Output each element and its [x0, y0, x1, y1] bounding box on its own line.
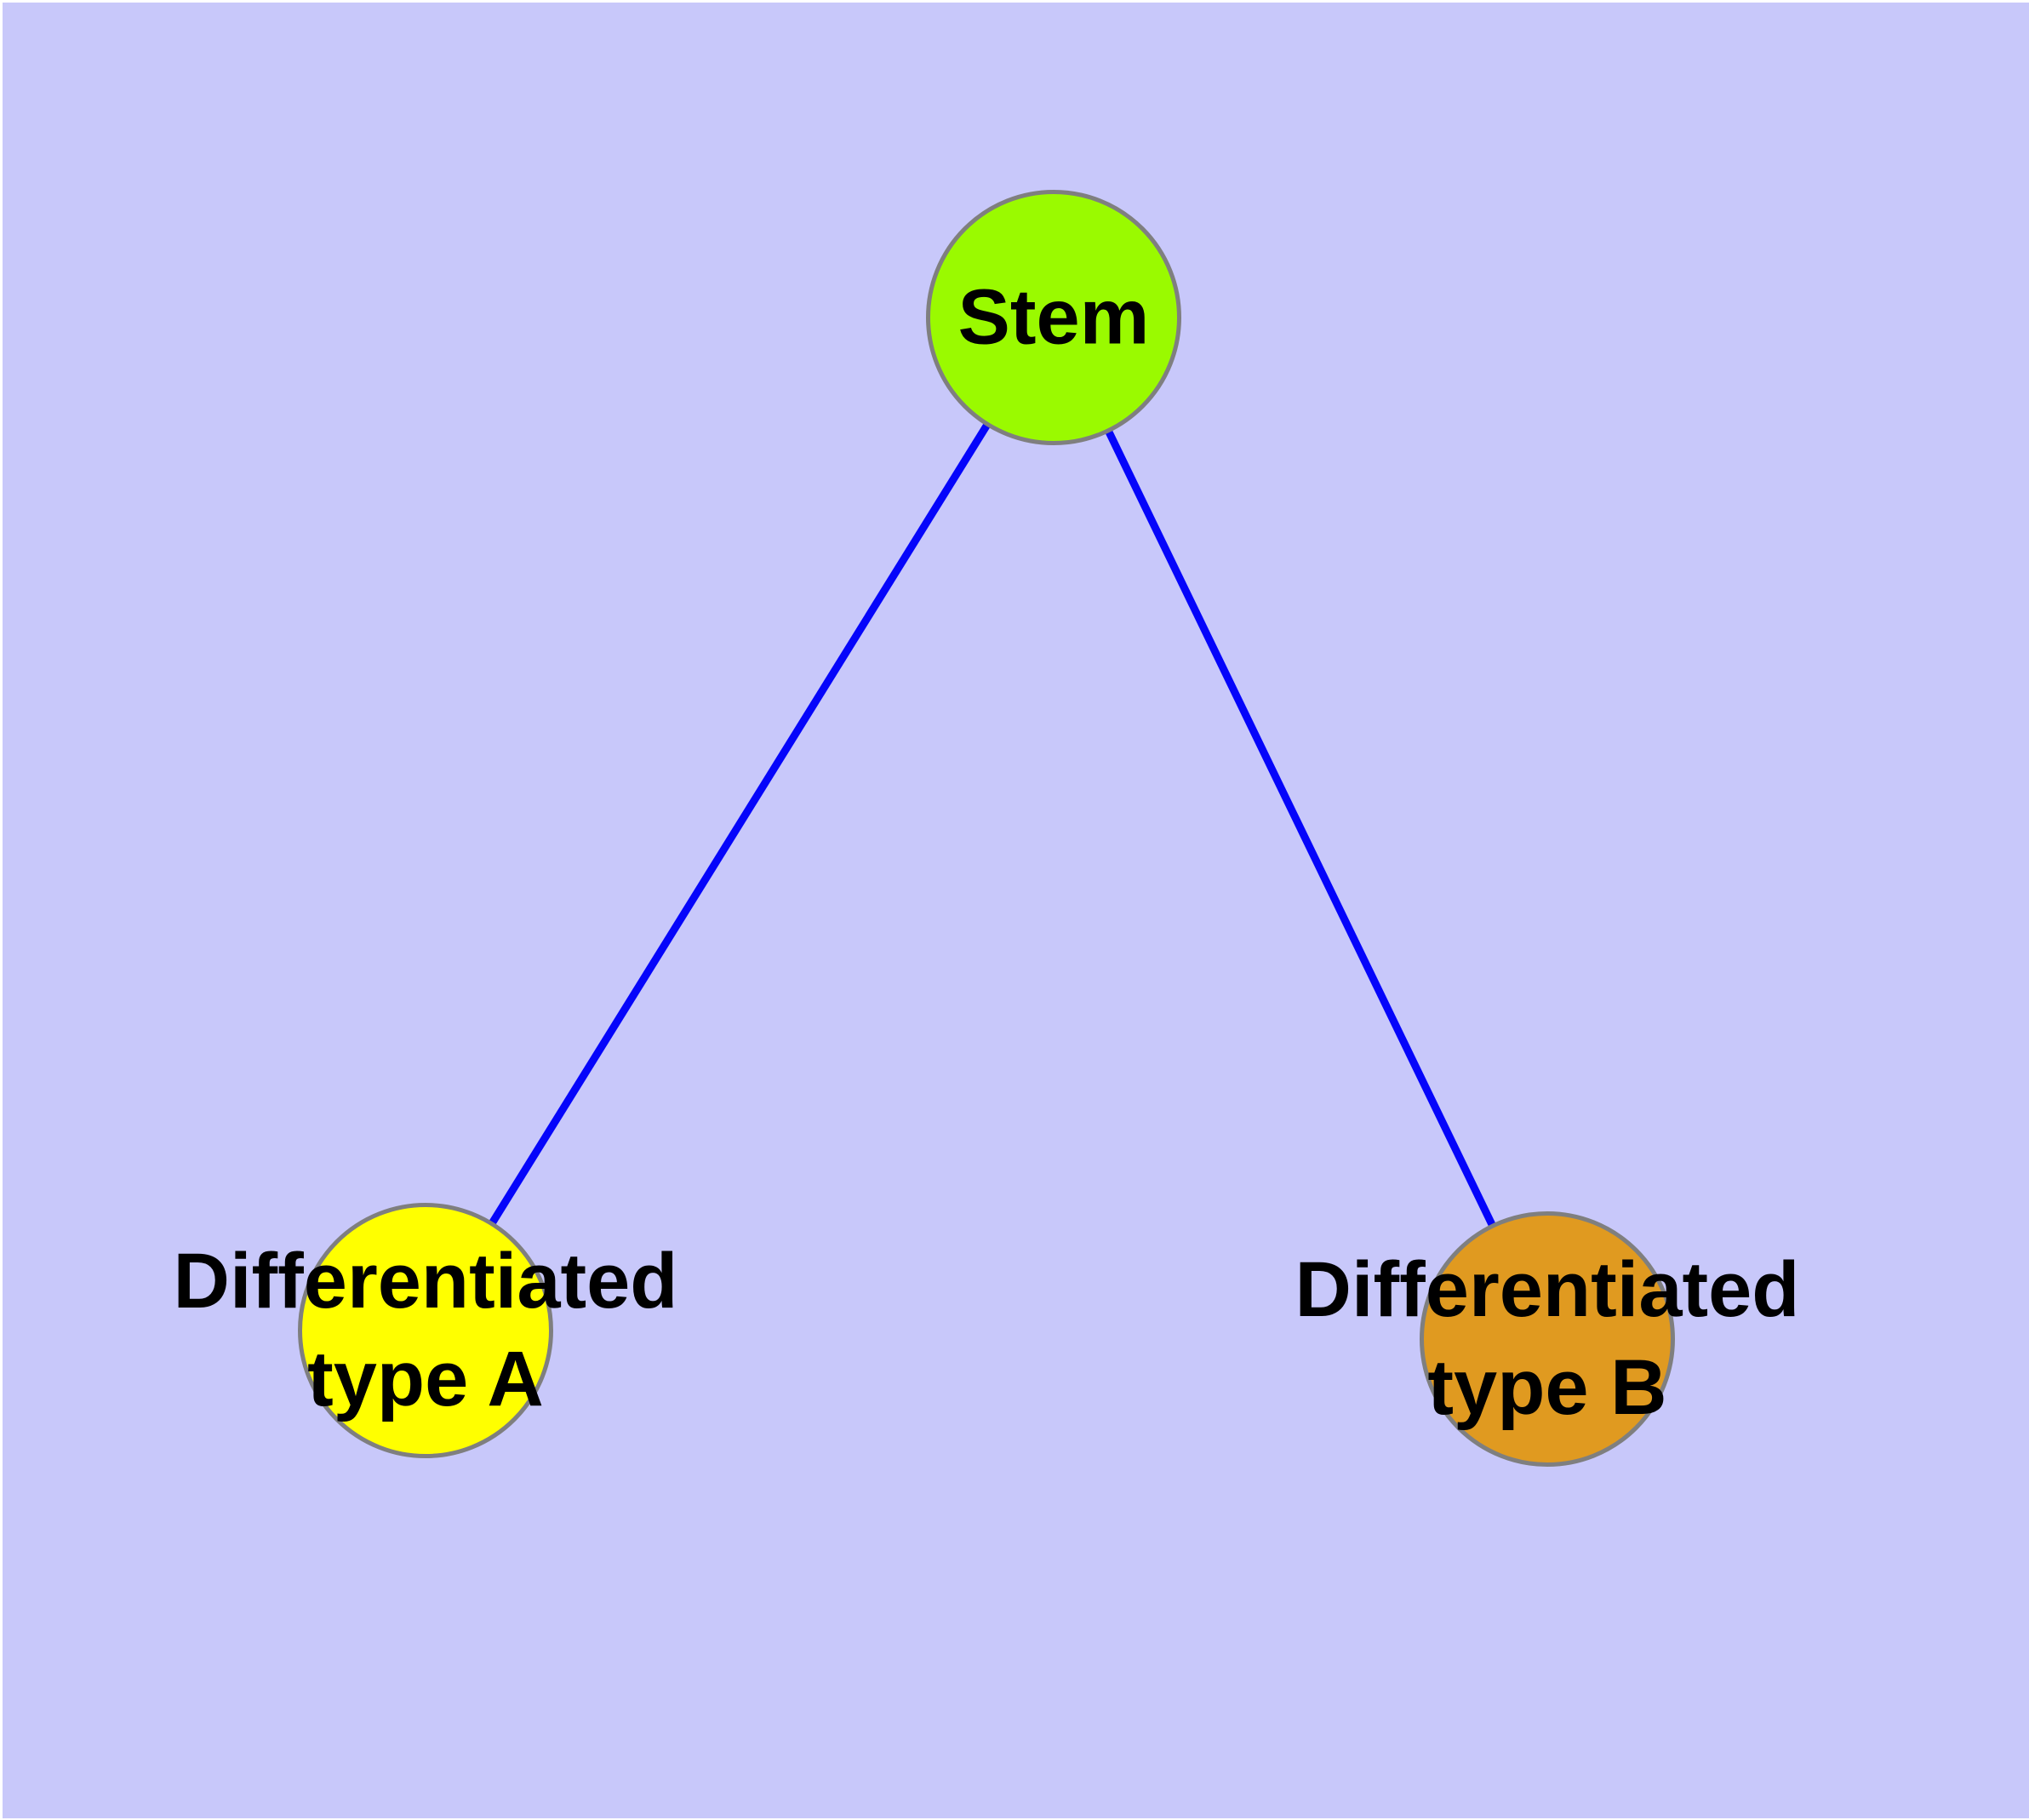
edges-layer: [422, 315, 1552, 1341]
node-differentiated-type-b-label: Differentiated type B: [1295, 1246, 1800, 1431]
edge-stem-to-type-a: [422, 315, 1057, 1333]
node-differentiated-type-b: Differentiated type B: [1295, 1211, 1799, 1467]
node-differentiated-type-a-label: Differentiated type A: [173, 1238, 678, 1422]
graph-canvas: Stem Differentiated type A Differentiate…: [3, 3, 2029, 1818]
node-differentiated-type-a: Differentiated type A: [174, 1203, 677, 1458]
edge-stem-to-type-b: [1049, 316, 1552, 1341]
node-stem-label: Stem: [957, 273, 1150, 361]
node-stem: Stem: [926, 190, 1181, 445]
